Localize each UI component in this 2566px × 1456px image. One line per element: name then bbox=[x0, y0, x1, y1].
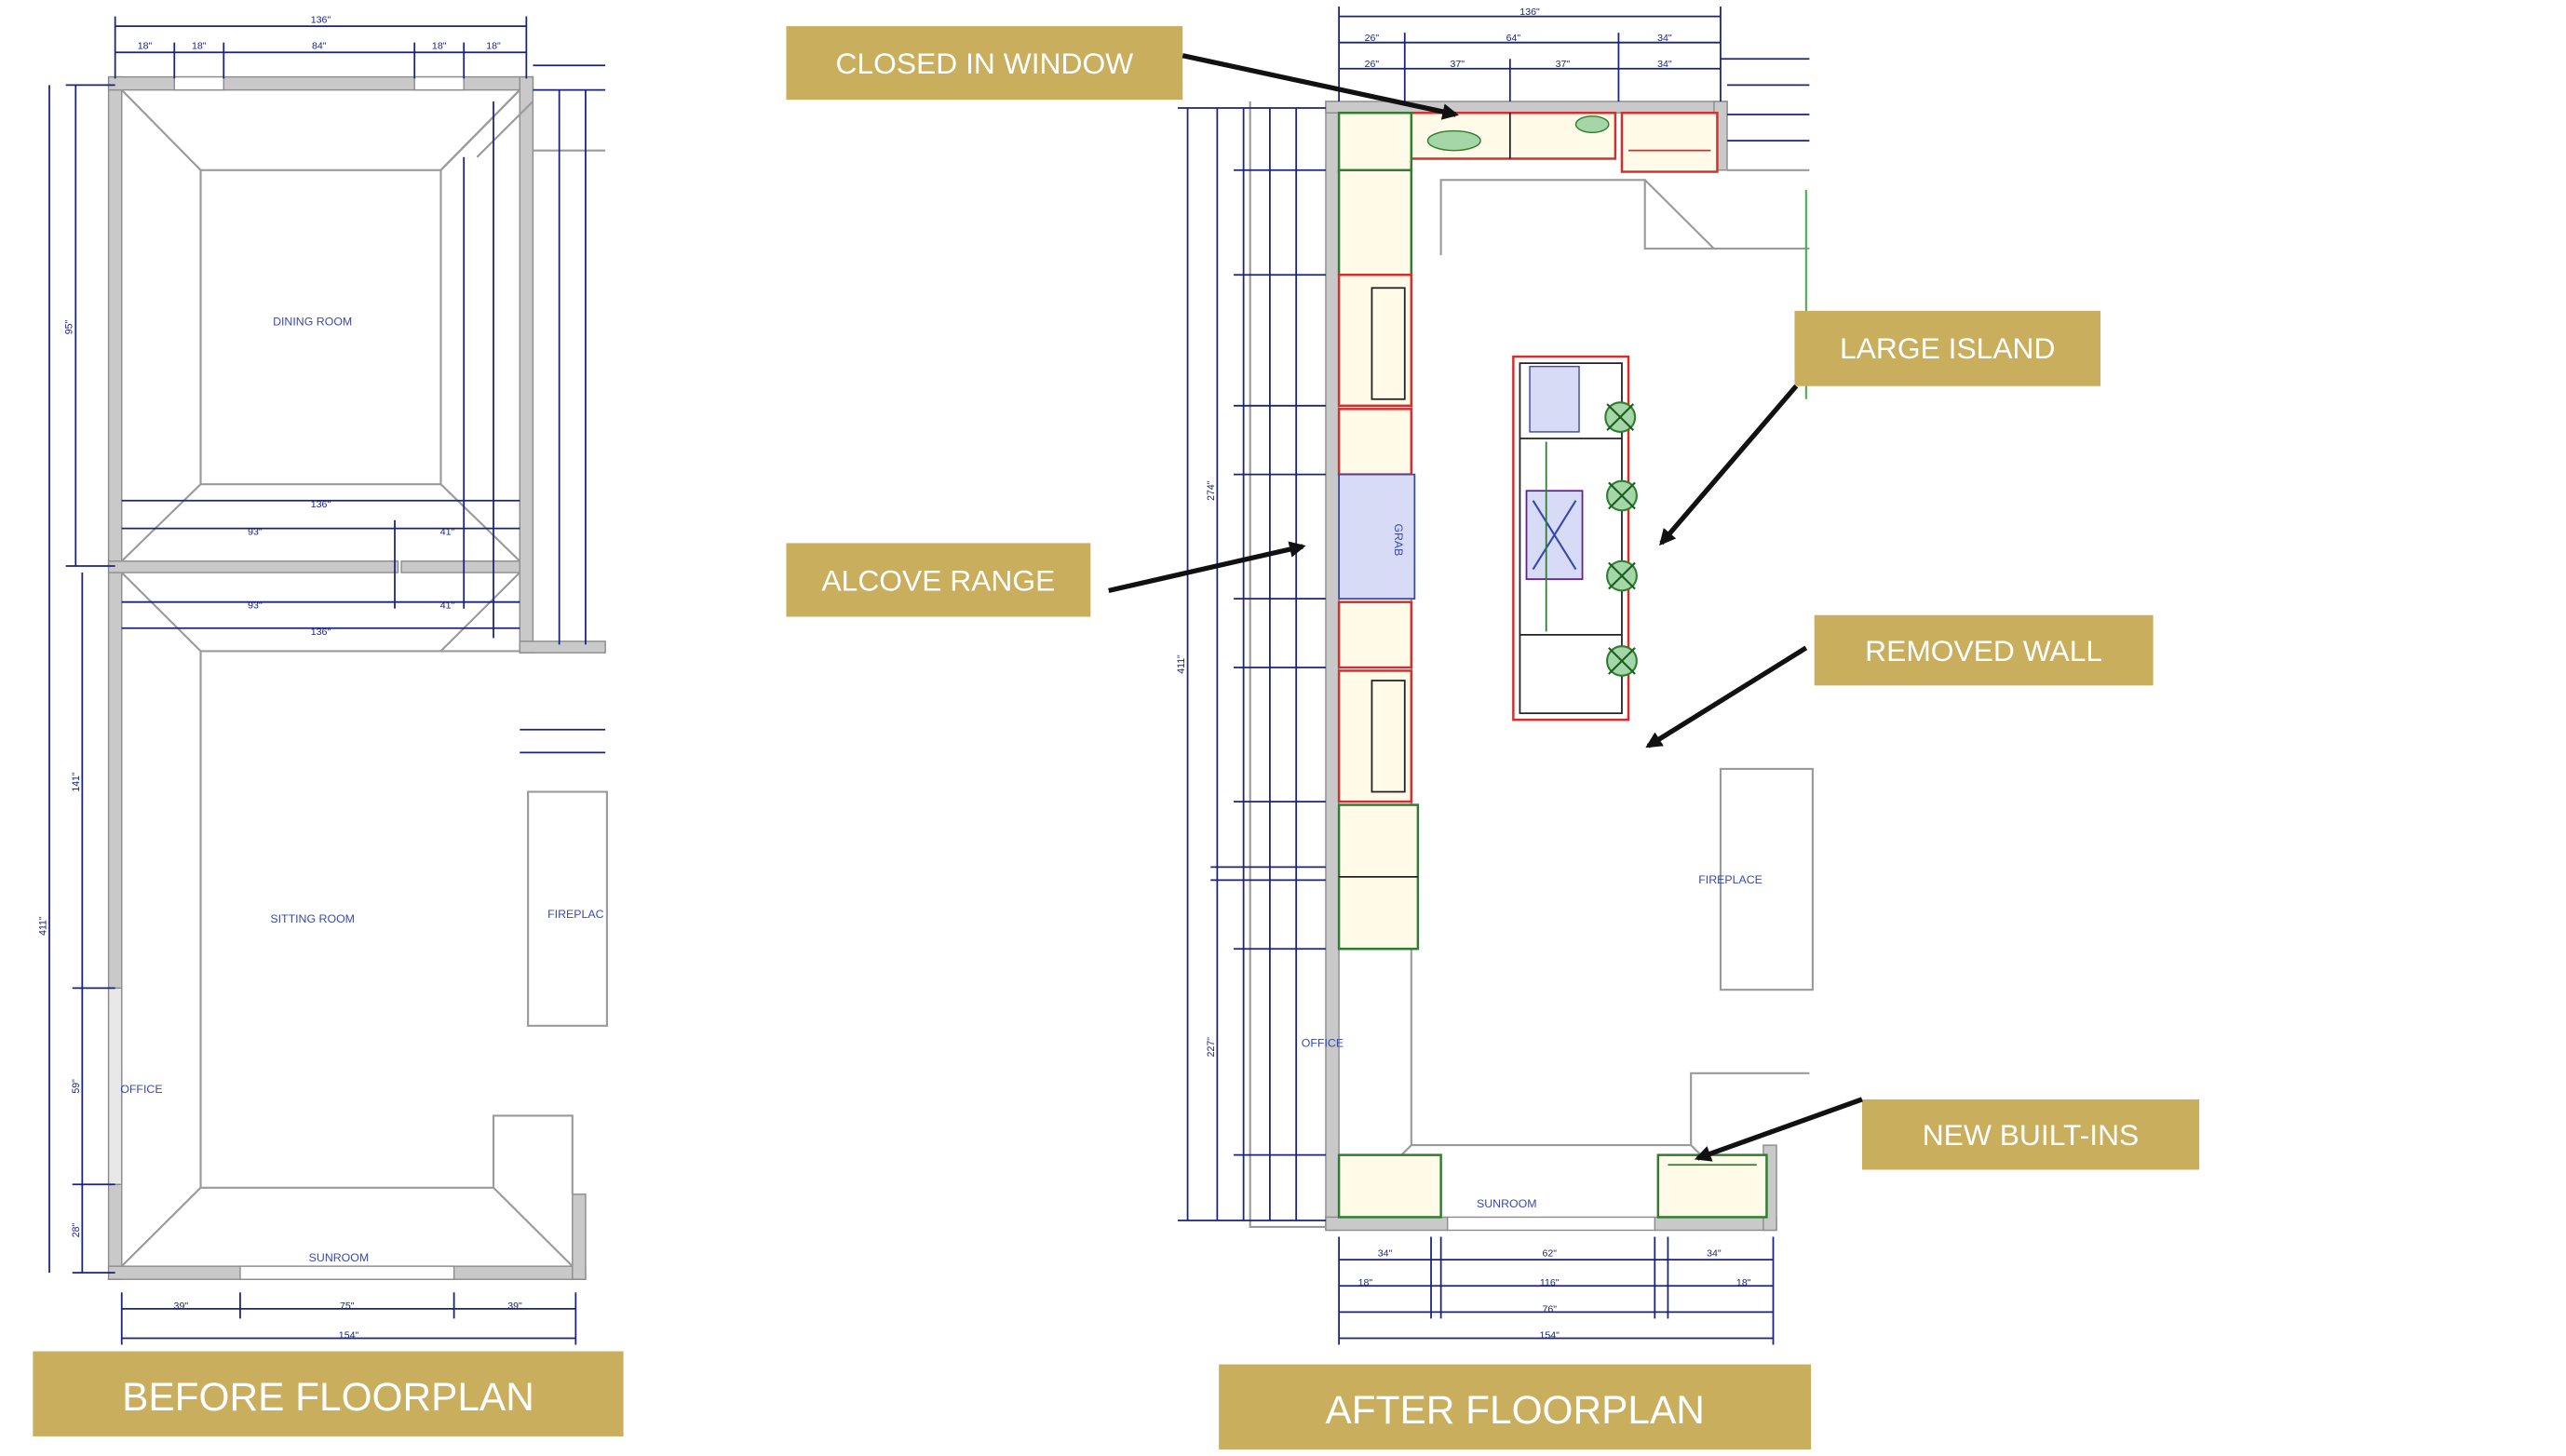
after-range-label: GRAB bbox=[1392, 523, 1405, 556]
before-fireplace-label: FIREPLAC bbox=[547, 908, 604, 921]
svg-text:LARGE ISLAND: LARGE ISLAND bbox=[1840, 331, 2055, 365]
after-fireplace-label: FIREPLACE bbox=[1698, 873, 1762, 886]
before-sitting-label: SITTING ROOM bbox=[270, 912, 355, 925]
svg-text:26": 26" bbox=[1365, 59, 1380, 70]
svg-text:136": 136" bbox=[1519, 7, 1540, 18]
after-wall-left bbox=[1325, 101, 1340, 1232]
svg-text:141": 141" bbox=[71, 772, 82, 792]
before-wall-right-step bbox=[519, 640, 606, 654]
after-bottom-dimensions: 34" 62" 34" 18" 116" 18" 76" 154" bbox=[1338, 1236, 1775, 1345]
after-island-stools bbox=[1604, 401, 1638, 677]
svg-text:59": 59" bbox=[71, 1079, 82, 1094]
before-wall-sunroom-right bbox=[572, 1193, 587, 1280]
after-wall-top bbox=[1325, 101, 1728, 114]
svg-text:CLOSED IN WINDOW: CLOSED IN WINDOW bbox=[836, 47, 1134, 80]
svg-text:411": 411" bbox=[37, 916, 48, 936]
before-dining-ceiling bbox=[199, 169, 442, 486]
after-top-dimensions: 136" 26" 64" 34" 26" 37" 37" 34" bbox=[1338, 7, 1810, 142]
after-sunroom-label: SUNROOM bbox=[1477, 1197, 1537, 1210]
after-office-label: OFFICE bbox=[1302, 1037, 1344, 1050]
svg-text:227": 227" bbox=[1206, 1037, 1217, 1058]
svg-text:41": 41" bbox=[440, 600, 455, 612]
svg-text:64": 64" bbox=[1506, 33, 1521, 44]
svg-text:39": 39" bbox=[174, 1301, 189, 1312]
before-wall-right-upper bbox=[519, 75, 534, 654]
after-top-cabinets bbox=[1410, 112, 1719, 173]
after-sunroom-window bbox=[1446, 1216, 1656, 1232]
svg-text:REMOVED WALL: REMOVED WALL bbox=[1865, 634, 2102, 667]
before-window-1 bbox=[173, 75, 224, 91]
before-window-2 bbox=[413, 75, 465, 91]
svg-text:18": 18" bbox=[432, 41, 447, 52]
before-sunroom-label: SUNROOM bbox=[309, 1251, 370, 1264]
svg-text:18": 18" bbox=[138, 41, 153, 52]
svg-text:26": 26" bbox=[1365, 33, 1380, 44]
svg-text:28": 28" bbox=[71, 1223, 82, 1238]
after-wall-bottom-left bbox=[1325, 1216, 1449, 1232]
before-wall-top bbox=[107, 75, 534, 91]
before-bottom-dimensions: 39" 75" 39" 154" bbox=[120, 1292, 577, 1345]
svg-text:154": 154" bbox=[339, 1329, 359, 1341]
svg-text:154": 154" bbox=[1540, 1329, 1560, 1341]
svg-text:37": 37" bbox=[1451, 59, 1465, 70]
after-outer-line bbox=[1249, 101, 1326, 1229]
svg-text:39": 39" bbox=[507, 1301, 522, 1312]
after-caption: AFTER FLOORPLAN bbox=[1325, 1388, 1704, 1432]
svg-text:18": 18" bbox=[486, 41, 501, 52]
svg-text:93": 93" bbox=[248, 527, 263, 538]
callout-new-builtins: NEW BUILT-INS bbox=[1694, 1097, 2200, 1170]
before-wall-divider bbox=[107, 560, 399, 573]
svg-text:18": 18" bbox=[1358, 1277, 1373, 1288]
after-caption-box bbox=[1219, 1364, 1812, 1449]
svg-text:37": 37" bbox=[1556, 59, 1571, 70]
after-left-dimensions: 411" 274" 227" bbox=[1176, 107, 1326, 1221]
svg-text:ALCOVE RANGE: ALCOVE RANGE bbox=[821, 563, 1055, 597]
svg-text:274": 274" bbox=[1206, 480, 1217, 501]
before-caption: BEFORE FLOORPLAN bbox=[122, 1375, 534, 1419]
svg-text:34": 34" bbox=[1657, 59, 1672, 70]
before-sunroom-window bbox=[239, 1265, 455, 1280]
svg-text:NEW BUILT-INS: NEW BUILT-INS bbox=[1923, 1118, 2140, 1152]
before-fireplace bbox=[527, 790, 608, 1027]
before-wall-divider-right bbox=[400, 560, 520, 573]
svg-text:75": 75" bbox=[340, 1301, 355, 1312]
svg-text:116": 116" bbox=[1540, 1277, 1560, 1288]
svg-text:18": 18" bbox=[1736, 1277, 1751, 1288]
before-floorplan: DINING ROOM SITTING ROOM OFFICE SUNROOM … bbox=[33, 15, 624, 1436]
callout-removed-wall: REMOVED WALL bbox=[1645, 614, 2154, 748]
before-sitting-ceiling bbox=[120, 572, 202, 1267]
svg-text:95": 95" bbox=[64, 319, 75, 334]
callout-alcove-range: ALCOVE RANGE bbox=[786, 541, 1306, 617]
after-floorplan: GRAB OFFICE SU bbox=[1176, 7, 1814, 1449]
before-middle-dimensions: 136" 93" 41" 93" 41" 136" bbox=[121, 499, 520, 638]
svg-text:136": 136" bbox=[311, 15, 331, 26]
before-right-dimensions bbox=[463, 64, 606, 754]
callout-large-island: LARGE ISLAND bbox=[1659, 310, 2101, 546]
svg-text:411": 411" bbox=[1176, 654, 1187, 674]
svg-text:136": 136" bbox=[311, 499, 331, 510]
before-top-dimensions: 136" 18" 18" 84" 18" 18" bbox=[114, 15, 528, 79]
before-office-label: OFFICE bbox=[120, 1083, 162, 1096]
before-caption-box bbox=[33, 1351, 624, 1436]
before-left-dimensions: 95" 141" 59" 28" 411" bbox=[37, 84, 115, 1274]
after-alcove-range bbox=[1338, 473, 1416, 600]
svg-text:136": 136" bbox=[311, 627, 331, 638]
callout-closed-window: CLOSED IN WINDOW bbox=[786, 26, 1459, 120]
svg-text:34": 34" bbox=[1707, 1248, 1722, 1260]
after-wall-bottom-right bbox=[1654, 1216, 1777, 1232]
svg-text:18": 18" bbox=[192, 41, 207, 52]
svg-text:41": 41" bbox=[440, 527, 455, 538]
after-fireplace bbox=[1719, 767, 1814, 991]
svg-text:76": 76" bbox=[1542, 1303, 1557, 1314]
before-dining-label: DINING ROOM bbox=[273, 316, 352, 329]
svg-text:34": 34" bbox=[1657, 33, 1672, 44]
svg-text:34": 34" bbox=[1378, 1248, 1393, 1260]
after-left-cabinets: GRAB bbox=[1337, 112, 1420, 950]
svg-text:93": 93" bbox=[248, 600, 263, 612]
svg-text:62": 62" bbox=[1542, 1248, 1557, 1260]
svg-text:84": 84" bbox=[312, 41, 327, 52]
after-new-builtins bbox=[1337, 1153, 1768, 1219]
